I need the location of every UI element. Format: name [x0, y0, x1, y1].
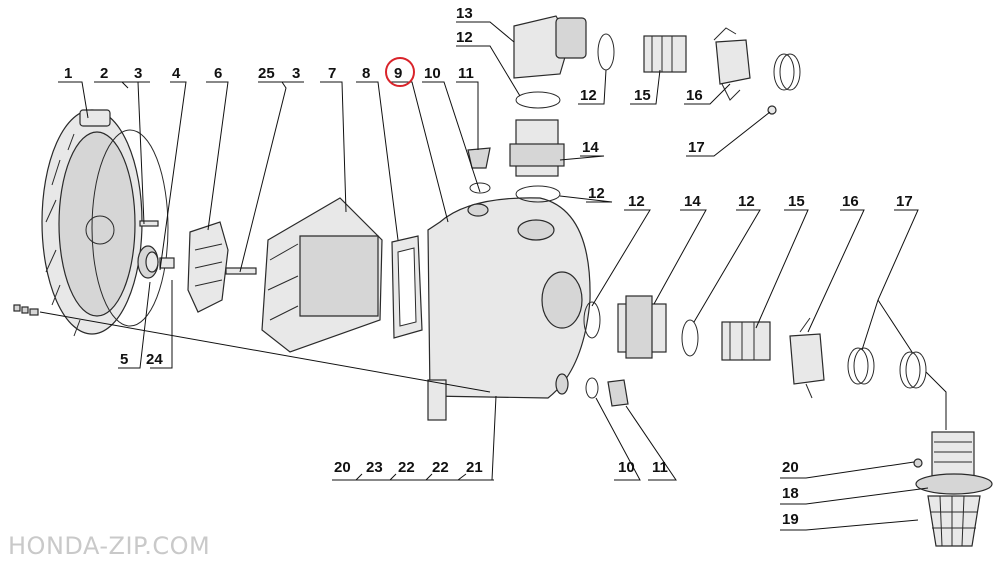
callout-20b: 20 [782, 459, 799, 476]
callout-15a: 15 [634, 87, 651, 104]
side-hose-nipple [721, 321, 771, 361]
side-hose-nut [789, 317, 825, 399]
callout-12a: 12 [456, 29, 473, 46]
stud-bolt [139, 220, 159, 227]
callout-14a: 14 [582, 139, 599, 156]
callout-16a: 16 [686, 87, 703, 104]
side-hose-clamps [847, 347, 927, 389]
callout-15b: 15 [788, 193, 805, 210]
callout-23: 23 [366, 459, 383, 476]
upper-hose-clamp [767, 53, 801, 115]
strainer-screw [913, 458, 923, 468]
side-gasket-2 [681, 319, 699, 357]
callout-25: 25 [258, 65, 275, 82]
callout-6: 6 [214, 65, 222, 82]
callout-22b: 22 [432, 459, 449, 476]
side-gasket-1 [583, 301, 601, 339]
highlight-circle [385, 57, 415, 87]
callout-4: 4 [172, 65, 181, 82]
upper-hose-nipple [643, 35, 687, 73]
upper-gasket [597, 33, 615, 71]
volute-casing [261, 197, 383, 353]
callout-10b: 10 [618, 459, 635, 476]
pump-casing [427, 197, 591, 421]
callout-3: 3 [134, 65, 142, 82]
callout-21: 21 [466, 459, 483, 476]
callout-17a: 17 [688, 139, 705, 156]
callout-12b: 12 [580, 87, 597, 104]
callout-20a: 20 [334, 459, 351, 476]
strainer [915, 431, 993, 547]
callout-19: 19 [782, 511, 799, 528]
callout-13: 13 [456, 5, 473, 22]
callout-12e: 12 [738, 193, 755, 210]
callout-8: 8 [362, 65, 370, 82]
callout-9: 9 [394, 65, 402, 82]
callout-1: 1 [64, 65, 72, 82]
callout-12d: 12 [628, 193, 645, 210]
callout-22a: 22 [398, 459, 415, 476]
top-nipple [509, 119, 565, 177]
callout-14b: 14 [684, 193, 701, 210]
watermark: HONDA-ZIP.COM [8, 532, 211, 560]
elbow-fitting [513, 15, 587, 79]
callout-10: 10 [424, 65, 441, 82]
callout-17b: 17 [896, 193, 913, 210]
callout-18: 18 [782, 485, 799, 502]
callout-11: 11 [458, 65, 474, 82]
callout-11b: 11 [652, 459, 668, 476]
mechanical-seal [137, 245, 175, 279]
priming-plug [467, 147, 491, 194]
impeller [187, 221, 257, 313]
callout-16b: 16 [842, 193, 859, 210]
upper-hose-nut [713, 27, 751, 101]
cover-bolts [13, 304, 39, 316]
volute-gasket [391, 235, 423, 339]
callout-24: 24 [146, 351, 163, 368]
leader-lines [58, 21, 947, 531]
gasket-ring [91, 129, 169, 327]
callout-7: 7 [328, 65, 336, 82]
callout-12c: 12 [588, 185, 605, 202]
callout-2: 2 [100, 65, 108, 82]
top-gasket-1 [515, 91, 561, 109]
callout-labels: 1 2 3 4 6 25 3 7 8 9 10 11 5 24 13 12 12… [64, 5, 913, 528]
top-gasket-2 [515, 185, 561, 203]
drain-plug [585, 377, 629, 407]
callout-5: 5 [120, 351, 128, 368]
callout-3b: 3 [292, 65, 300, 82]
side-nipple [617, 295, 667, 359]
tie-bolt [39, 311, 491, 393]
